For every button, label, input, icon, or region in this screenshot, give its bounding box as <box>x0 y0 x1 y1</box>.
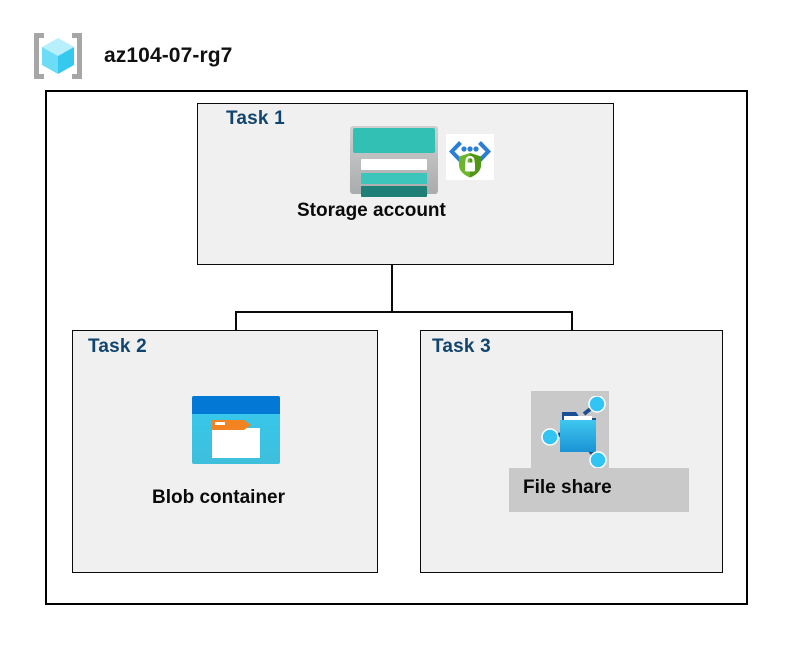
task-1-label: Task 1 <box>226 108 285 129</box>
secure-endpoint-icon <box>446 134 494 180</box>
resource-group-title: az104-07-rg7 <box>104 44 233 67</box>
connector-storage-to-bus <box>391 222 393 312</box>
blob-container-title: Blob container <box>152 487 286 508</box>
storage-account-icon <box>350 126 438 197</box>
connector-horizontal-bus <box>235 311 573 313</box>
file-share-label-highlight <box>509 468 689 512</box>
azure-resource-group-icon <box>30 29 86 83</box>
diagram-header: az104-07-rg7 <box>30 28 232 84</box>
file-share-icon <box>540 395 608 469</box>
task-3-label: Task 3 <box>432 336 491 357</box>
storage-account-title: Storage account <box>297 200 446 221</box>
file-share-title: File share <box>523 477 612 498</box>
task-2-label: Task 2 <box>88 336 147 357</box>
blob-container-icon <box>192 396 280 464</box>
